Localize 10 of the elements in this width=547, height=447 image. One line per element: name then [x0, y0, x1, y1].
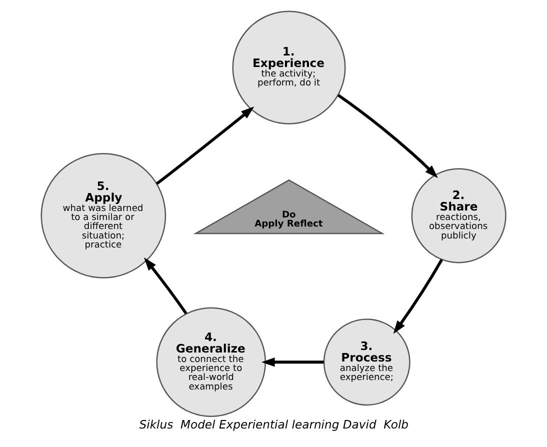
arrow	[156, 106, 254, 185]
node-circle: 4. Generalize to connect the experience to real-world examples	[156, 307, 266, 418]
caption: Siklus Model Experiential learning David Kolb	[139, 417, 409, 432]
arrow	[261, 357, 324, 367]
node-circle: 1. Experience the activity; perform, do it	[232, 10, 346, 124]
node-circle: 5. Apply what was learned to a similar or different situation; practice	[40, 153, 166, 278]
arrow	[144, 257, 188, 314]
arrow	[337, 94, 438, 178]
node-circle: 2. Share reactions, observations publicly	[411, 168, 506, 264]
arrow	[393, 258, 444, 334]
